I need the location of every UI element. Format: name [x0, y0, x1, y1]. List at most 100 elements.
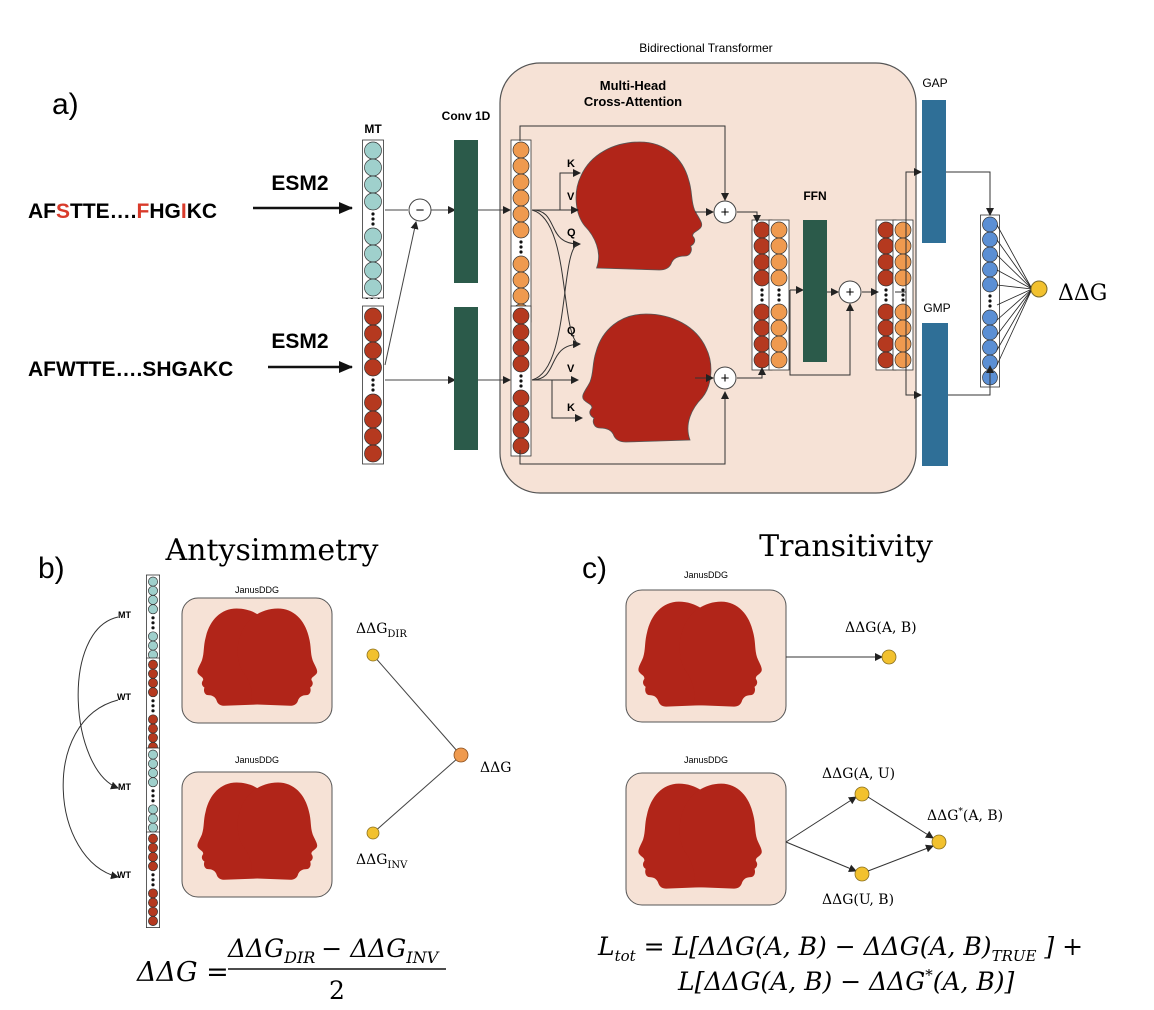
b-wt-column-2-node: [148, 852, 158, 862]
fan-line: [996, 288, 1033, 306]
k-top: K: [567, 158, 575, 170]
b-mt-column-2-ellipsis-dot: [151, 794, 155, 798]
ffn-out-column-left-node: [877, 319, 895, 337]
esm2-top-label: ESM2: [271, 172, 328, 195]
query-column-top-ellipsis-dot: [519, 250, 523, 254]
mt-seq-segment: I: [181, 200, 187, 223]
c-arrow-ub: [785, 841, 857, 873]
gap-label: GAP: [922, 76, 947, 90]
wt-embedding-column-node: [364, 324, 382, 343]
concat-column-right-node: [770, 351, 788, 369]
plus-symbol-top: +: [721, 204, 730, 221]
mt-seq-segment: HG: [149, 200, 181, 223]
wt-embedding-column-node: [364, 410, 382, 429]
query-column-top-node: [512, 287, 530, 305]
concat-column-left-ellipsis-dot: [760, 293, 764, 297]
ffn-out-column-right-node: [894, 237, 912, 255]
fan-line: [996, 254, 1033, 290]
mt-embedding-column: [362, 139, 384, 299]
concat-column-right-node: [770, 253, 788, 271]
ffn-out-column-right-node: [894, 319, 912, 337]
c-ddg-au: ΔΔG(A, U): [822, 766, 895, 782]
b-wt-column-1-ellipsis-dot: [151, 704, 155, 708]
query-column-bottom-node: [512, 421, 530, 439]
panel-c-title: Transitivity: [759, 529, 933, 564]
b-wt-column-1: [145, 657, 160, 754]
c-ddg-star: ΔΔG*(A, B): [927, 807, 1003, 824]
panel-c-label: c): [582, 552, 607, 585]
pooled-column-node: [982, 276, 998, 293]
b-mt-column-2-ellipsis-dot: [151, 789, 155, 793]
query-column-bottom-node: [512, 307, 530, 325]
ffn-out-column-left-node: [877, 269, 895, 287]
query-column-top-node: [512, 271, 530, 289]
conv1d-label: Conv 1D: [442, 109, 491, 123]
b-mt-column-2-node: [148, 768, 158, 778]
ffn-block: [803, 220, 827, 362]
fan-line: [996, 288, 1033, 336]
b-wt-column-2-node: [148, 888, 158, 899]
panel-b-label: b): [38, 552, 65, 585]
ffn-out-column-right-node: [894, 253, 912, 271]
query-column-bottom-ellipsis-dot: [519, 379, 523, 383]
b-wt-column-2-node: [148, 916, 158, 926]
b-node-inv: [366, 826, 380, 840]
concat-column-right-ellipsis-dot: [777, 288, 781, 292]
concat-column-left-node: [753, 303, 771, 321]
query-column-top-node: [512, 221, 530, 239]
fan-line: [996, 288, 1033, 366]
mt-seq-segment: S: [56, 200, 70, 223]
mt-embedding-column-node: [364, 244, 382, 263]
ffn-out-column-left: [875, 219, 897, 371]
gmp-block: [922, 323, 948, 466]
mt-seq-segment: TTE….: [70, 200, 137, 223]
b-mt-column-1-node: [148, 585, 158, 596]
b-wt-column-1-node: [148, 678, 158, 688]
q-top: Q: [567, 227, 576, 239]
mt-label: MT: [364, 122, 382, 136]
query-column-top-node: [512, 255, 530, 273]
wt-embedding-column-node: [364, 307, 382, 326]
concat-column-right-node: [770, 335, 788, 353]
b-janus-head-1-icon: [197, 608, 318, 706]
b-mt-column-2-node: [148, 813, 158, 824]
query-column-top-node: [512, 205, 530, 223]
wt-embedding-column-node: [364, 393, 382, 412]
query-column-bottom-ellipsis-dot: [519, 384, 523, 388]
ffn-out-column-left-node: [877, 221, 895, 239]
concat-column-right-node: [770, 319, 788, 337]
fan-line: [996, 288, 1033, 351]
b-mt-column-2-node: [148, 804, 158, 815]
c-janus-head-1-icon: [638, 601, 762, 707]
b-mt-column-1-node: [148, 595, 158, 605]
b-formula-denominator: 2: [329, 976, 345, 1005]
b-mt-column-1-ellipsis-dot: [151, 621, 155, 625]
ffn-out-column-left-ellipsis-dot: [884, 288, 888, 292]
mt-embedding-column-node: [364, 141, 382, 160]
query-column-bottom-ellipsis-dot: [519, 374, 523, 378]
mt-embedding-column-ellipsis-dot: [371, 212, 375, 216]
query-column-top-ellipsis-dot: [519, 240, 523, 244]
b-mt-2: MT: [118, 782, 131, 792]
ffn-out-column-right-ellipsis-dot: [901, 293, 905, 297]
query-column-bottom-node: [512, 389, 530, 407]
concat-column-right-node: [770, 303, 788, 321]
mt-embedding-column-ellipsis-dot: [371, 222, 375, 226]
b-wt-column-2-node: [148, 861, 158, 872]
ffn-out-column-left-ellipsis-dot: [884, 293, 888, 297]
wt-sequence: AFWTTE….SHGAKC: [28, 358, 233, 381]
concat-column-left-node: [753, 319, 771, 337]
wt-to-minus: [384, 221, 419, 366]
b-node-ddg: [453, 747, 469, 763]
query-column-top-ellipsis-dot: [519, 245, 523, 249]
attention-title-1: Multi-Head: [600, 78, 667, 93]
b-wt-column-2: [145, 831, 160, 928]
b-swap-arrow-2: [62, 699, 119, 880]
v-top: V: [567, 191, 575, 203]
mt-embedding-column-node: [364, 158, 382, 177]
ffn-out-column-right-node: [894, 335, 912, 353]
b-wt-column-1-node: [148, 723, 158, 734]
ffn-out-column-left-node: [877, 303, 895, 321]
concat-column-left-ellipsis-dot: [760, 298, 764, 302]
c-ddg-ub: ΔΔG(U, B): [822, 892, 894, 908]
